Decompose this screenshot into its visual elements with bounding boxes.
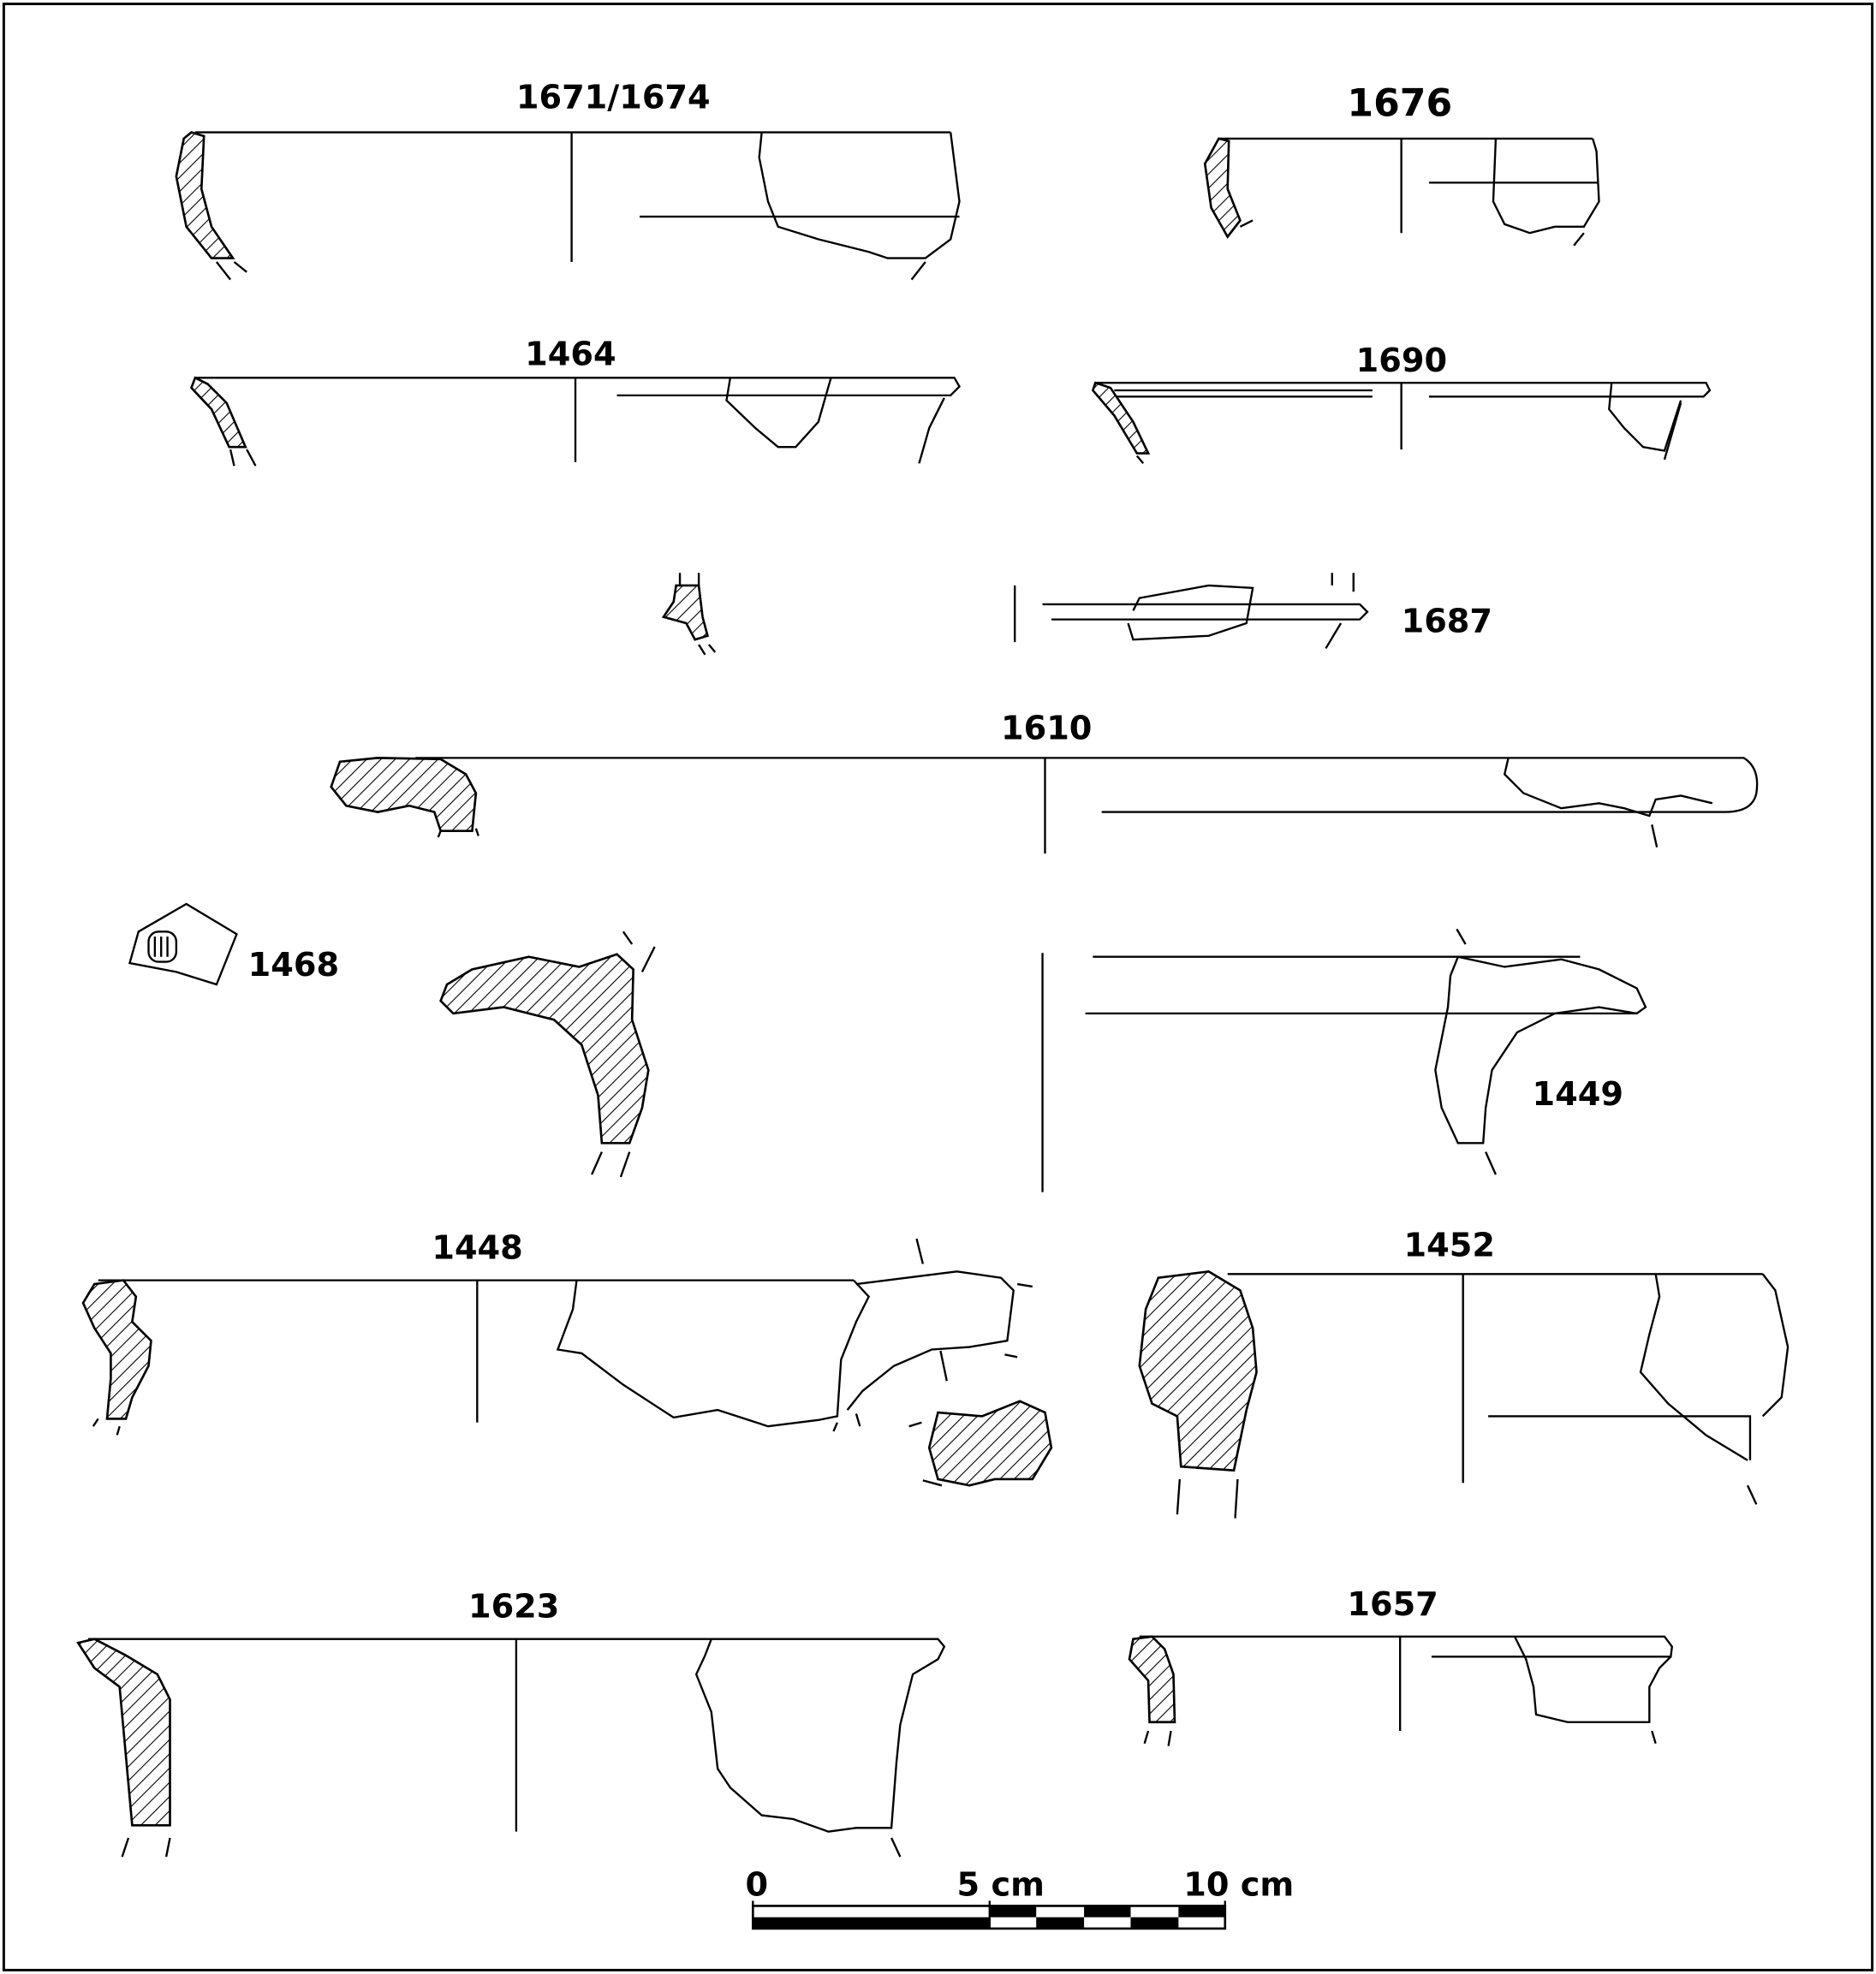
sherd-1610: 1610	[330, 710, 1759, 854]
label-1671-1674: 1671/1674	[516, 80, 711, 117]
frame-border	[2, 3, 1874, 1971]
sherd-1676: 1676	[1203, 81, 1600, 247]
label-1657: 1657	[1347, 1586, 1438, 1624]
sherd-1452: 1452	[1138, 1228, 1790, 1519]
sherd-1671-1674: 1671/1674	[175, 80, 961, 281]
label-1676: 1676	[1347, 81, 1452, 125]
scale-label-0: 0	[746, 1867, 769, 1905]
sherd-1449: 1449	[439, 928, 1647, 1192]
scale-bar: 0 5 cm 10 cm	[746, 1867, 1294, 1930]
sherd-1464: 1464	[189, 336, 961, 467]
label-1687: 1687	[1402, 603, 1492, 640]
sherd-1468: 1468	[128, 902, 339, 986]
sherd-1623: 1623	[76, 1589, 946, 1858]
sherd-1687: 1687	[661, 573, 1492, 656]
scale-label-5cm: 5 cm	[957, 1867, 1045, 1905]
label-1610: 1610	[1001, 710, 1092, 747]
label-1449: 1449	[1533, 1076, 1623, 1114]
sherd-1657: 1657	[1128, 1586, 1674, 1746]
sherd-1690: 1690	[1091, 342, 1712, 465]
label-1448: 1448	[432, 1230, 522, 1268]
label-1452: 1452	[1404, 1228, 1495, 1265]
label-1464: 1464	[525, 336, 616, 374]
label-1690: 1690	[1356, 342, 1447, 380]
sherd-1448: 1448	[81, 1230, 1053, 1487]
label-1468: 1468	[248, 947, 339, 984]
label-1623: 1623	[468, 1589, 559, 1626]
scale-label-10cm: 10 cm	[1183, 1867, 1294, 1905]
